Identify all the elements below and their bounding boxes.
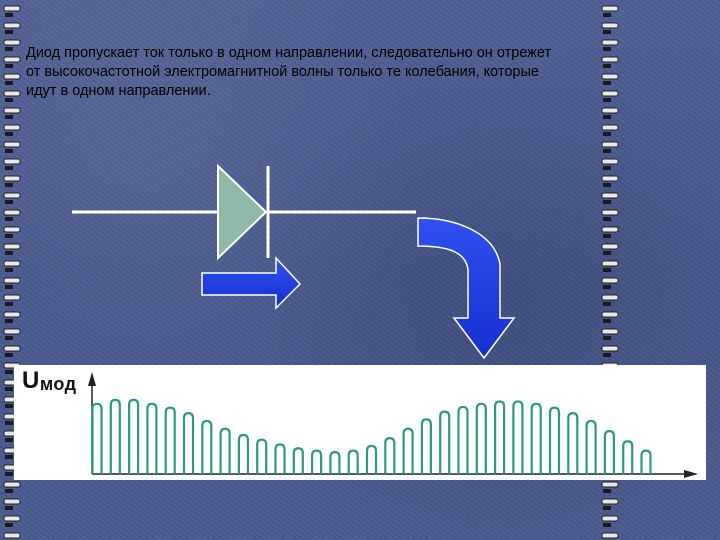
binding-ring (3, 39, 21, 51)
right-arrow-icon (201, 256, 302, 310)
binding-ring (601, 141, 619, 153)
signal-pulse (384, 437, 396, 474)
binding-ring (3, 73, 21, 85)
binding-ring (601, 277, 619, 289)
signal-pulse (439, 410, 451, 474)
signal-pulse (530, 402, 542, 474)
binding-ring (3, 277, 21, 289)
binding-ring (3, 294, 21, 306)
signal-pulse (402, 427, 414, 474)
signal-pulse (201, 419, 213, 474)
binding-ring (3, 141, 21, 153)
signal-pulse (109, 398, 121, 474)
diode-symbol (217, 163, 268, 261)
signal-pulse (219, 427, 231, 474)
binding-ring (601, 107, 619, 119)
signal-pulse (182, 412, 195, 474)
binding-ring (601, 90, 619, 102)
binding-ring (601, 192, 619, 204)
binding-ring (3, 107, 21, 119)
caption-text: Диод пропускает ток только в одном напра… (26, 44, 666, 101)
y-axis-arrowhead (88, 372, 96, 386)
graph-axis-label: Uмод (22, 367, 77, 394)
binding-ring (3, 328, 21, 340)
signal-pulse (585, 419, 597, 474)
signal-pulse (548, 406, 561, 474)
signal-pulse (365, 444, 378, 474)
signal-pulse (622, 440, 634, 474)
axis-label-subscript: мод (39, 374, 77, 394)
signal-pulse (475, 402, 487, 474)
signal-pulse (640, 449, 652, 474)
binding-ring (3, 192, 21, 204)
binding-ring (3, 158, 21, 170)
binding-ring (601, 22, 619, 34)
signal-pulse (146, 402, 158, 474)
signal-pulse (292, 447, 304, 474)
binding-ring (601, 73, 619, 85)
x-axis-arrowhead (684, 470, 698, 478)
binding-ring (3, 175, 21, 187)
binding-ring (3, 481, 21, 493)
binding-ring (3, 90, 21, 102)
signal-pulse (494, 400, 506, 474)
signal-pulse (329, 451, 341, 474)
binding-ring (601, 498, 619, 510)
signal-pulse (347, 449, 359, 474)
signal-pulse (164, 406, 176, 474)
binding-ring (601, 209, 619, 221)
rectified-signal (91, 398, 652, 474)
spiral-binding-left (3, 5, 21, 539)
binding-ring (3, 532, 21, 539)
curved-down-arrow-icon (417, 217, 516, 360)
binding-ring (601, 532, 619, 539)
binding-ring (601, 328, 619, 340)
binding-ring (3, 5, 21, 17)
binding-ring (601, 243, 619, 255)
binding-ring (3, 498, 21, 510)
signal-pulse (603, 429, 615, 474)
binding-ring (3, 243, 21, 255)
binding-ring (3, 311, 21, 323)
binding-ring (601, 515, 619, 527)
binding-ring (3, 124, 21, 136)
signal-pulse (311, 449, 323, 474)
signal-pulse (457, 405, 469, 474)
binding-ring (601, 345, 619, 357)
signal-pulse (91, 402, 103, 474)
binding-ring (601, 294, 619, 306)
caption-line-2: от высокочастотной электромагнитной волн… (26, 64, 539, 80)
binding-ring (601, 158, 619, 170)
binding-ring (601, 56, 619, 68)
signal-pulse (274, 443, 286, 474)
binding-ring (601, 481, 619, 493)
binding-ring (601, 124, 619, 136)
binding-ring (3, 56, 21, 68)
signal-pulse (512, 400, 524, 474)
binding-ring (3, 22, 21, 34)
binding-ring (601, 260, 619, 272)
signal-pulse (256, 438, 268, 474)
binding-ring (3, 515, 21, 527)
binding-ring (601, 226, 619, 238)
binding-ring (3, 226, 21, 238)
binding-ring (3, 209, 21, 221)
signal-pulse (128, 398, 140, 474)
binding-ring (3, 260, 21, 272)
caption-line-1: Диод пропускает ток только в одном напра… (26, 45, 552, 61)
caption-line-3: идут в одном направлении. (26, 83, 211, 99)
binding-ring (601, 175, 619, 187)
signal-pulse (237, 433, 249, 474)
binding-ring (601, 311, 619, 323)
signal-pulse (420, 418, 432, 474)
binding-ring (3, 345, 21, 357)
binding-ring (601, 5, 619, 17)
signal-pulse (567, 412, 579, 474)
binding-ring (601, 39, 619, 51)
